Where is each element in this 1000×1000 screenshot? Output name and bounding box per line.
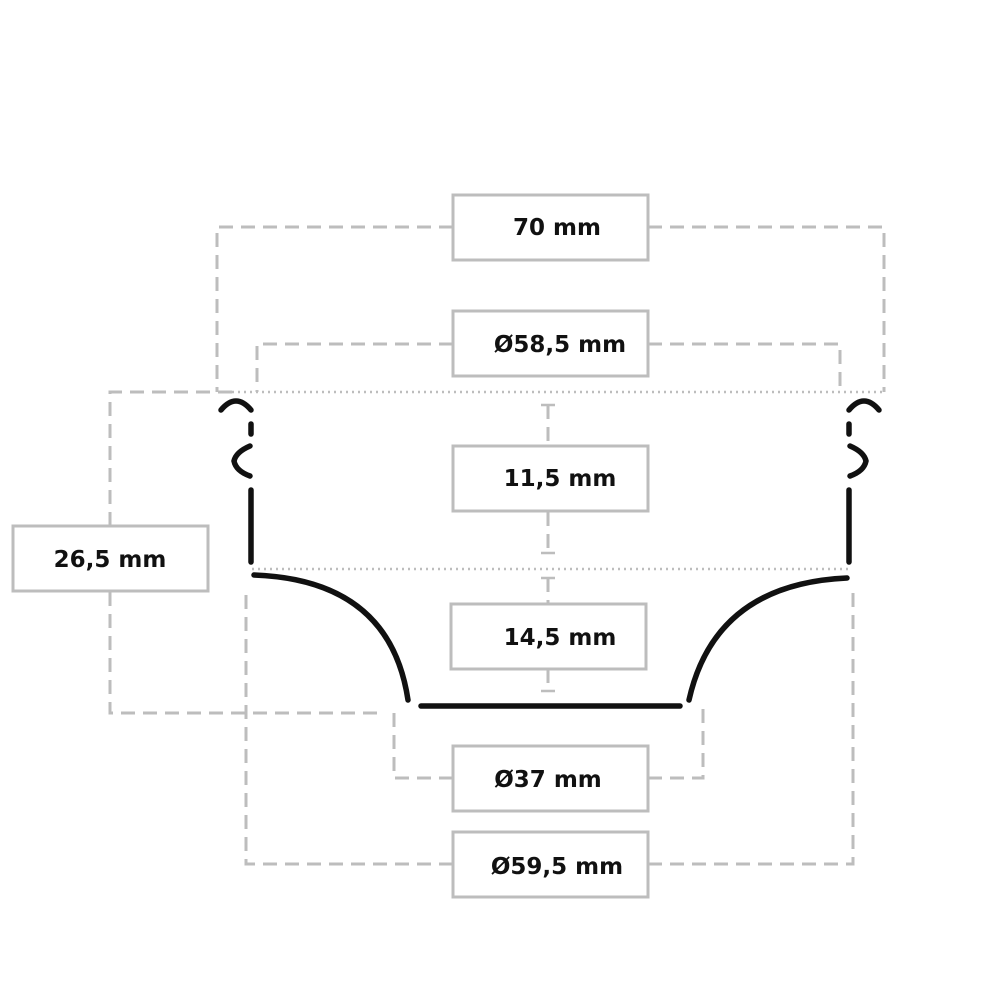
part-profile xyxy=(218,398,882,709)
dimension-59-5mm-lines xyxy=(244,592,855,866)
label-lower-height: 14,5 mm xyxy=(449,602,648,671)
dimension-37mm-lines xyxy=(392,706,705,780)
svg-text:70 mm: 70 mm xyxy=(513,215,601,241)
label-total-width: 70 mm xyxy=(451,193,650,262)
svg-text:Ø59,5 mm: Ø59,5 mm xyxy=(491,854,623,880)
center-height-markers xyxy=(541,403,555,693)
label-top-diameter: Ø58,5 mm xyxy=(451,309,650,378)
label-upper-height: 11,5 mm xyxy=(451,444,650,513)
dimension-26-5mm-lines xyxy=(108,390,380,715)
svg-text:11,5 mm: 11,5 mm xyxy=(504,466,617,492)
svg-text:Ø37 mm: Ø37 mm xyxy=(494,767,602,793)
dimension-70mm-lines xyxy=(215,225,886,392)
label-bottom-diameter: Ø37 mm xyxy=(451,744,650,813)
svg-text:Ø58,5 mm: Ø58,5 mm xyxy=(494,332,626,358)
svg-text:26,5 mm: 26,5 mm xyxy=(54,547,167,573)
label-outer-diameter: Ø59,5 mm xyxy=(451,830,650,899)
dimension-58-5mm-lines xyxy=(255,342,842,392)
svg-text:14,5 mm: 14,5 mm xyxy=(504,625,617,651)
label-total-height: 26,5 mm xyxy=(11,524,210,593)
